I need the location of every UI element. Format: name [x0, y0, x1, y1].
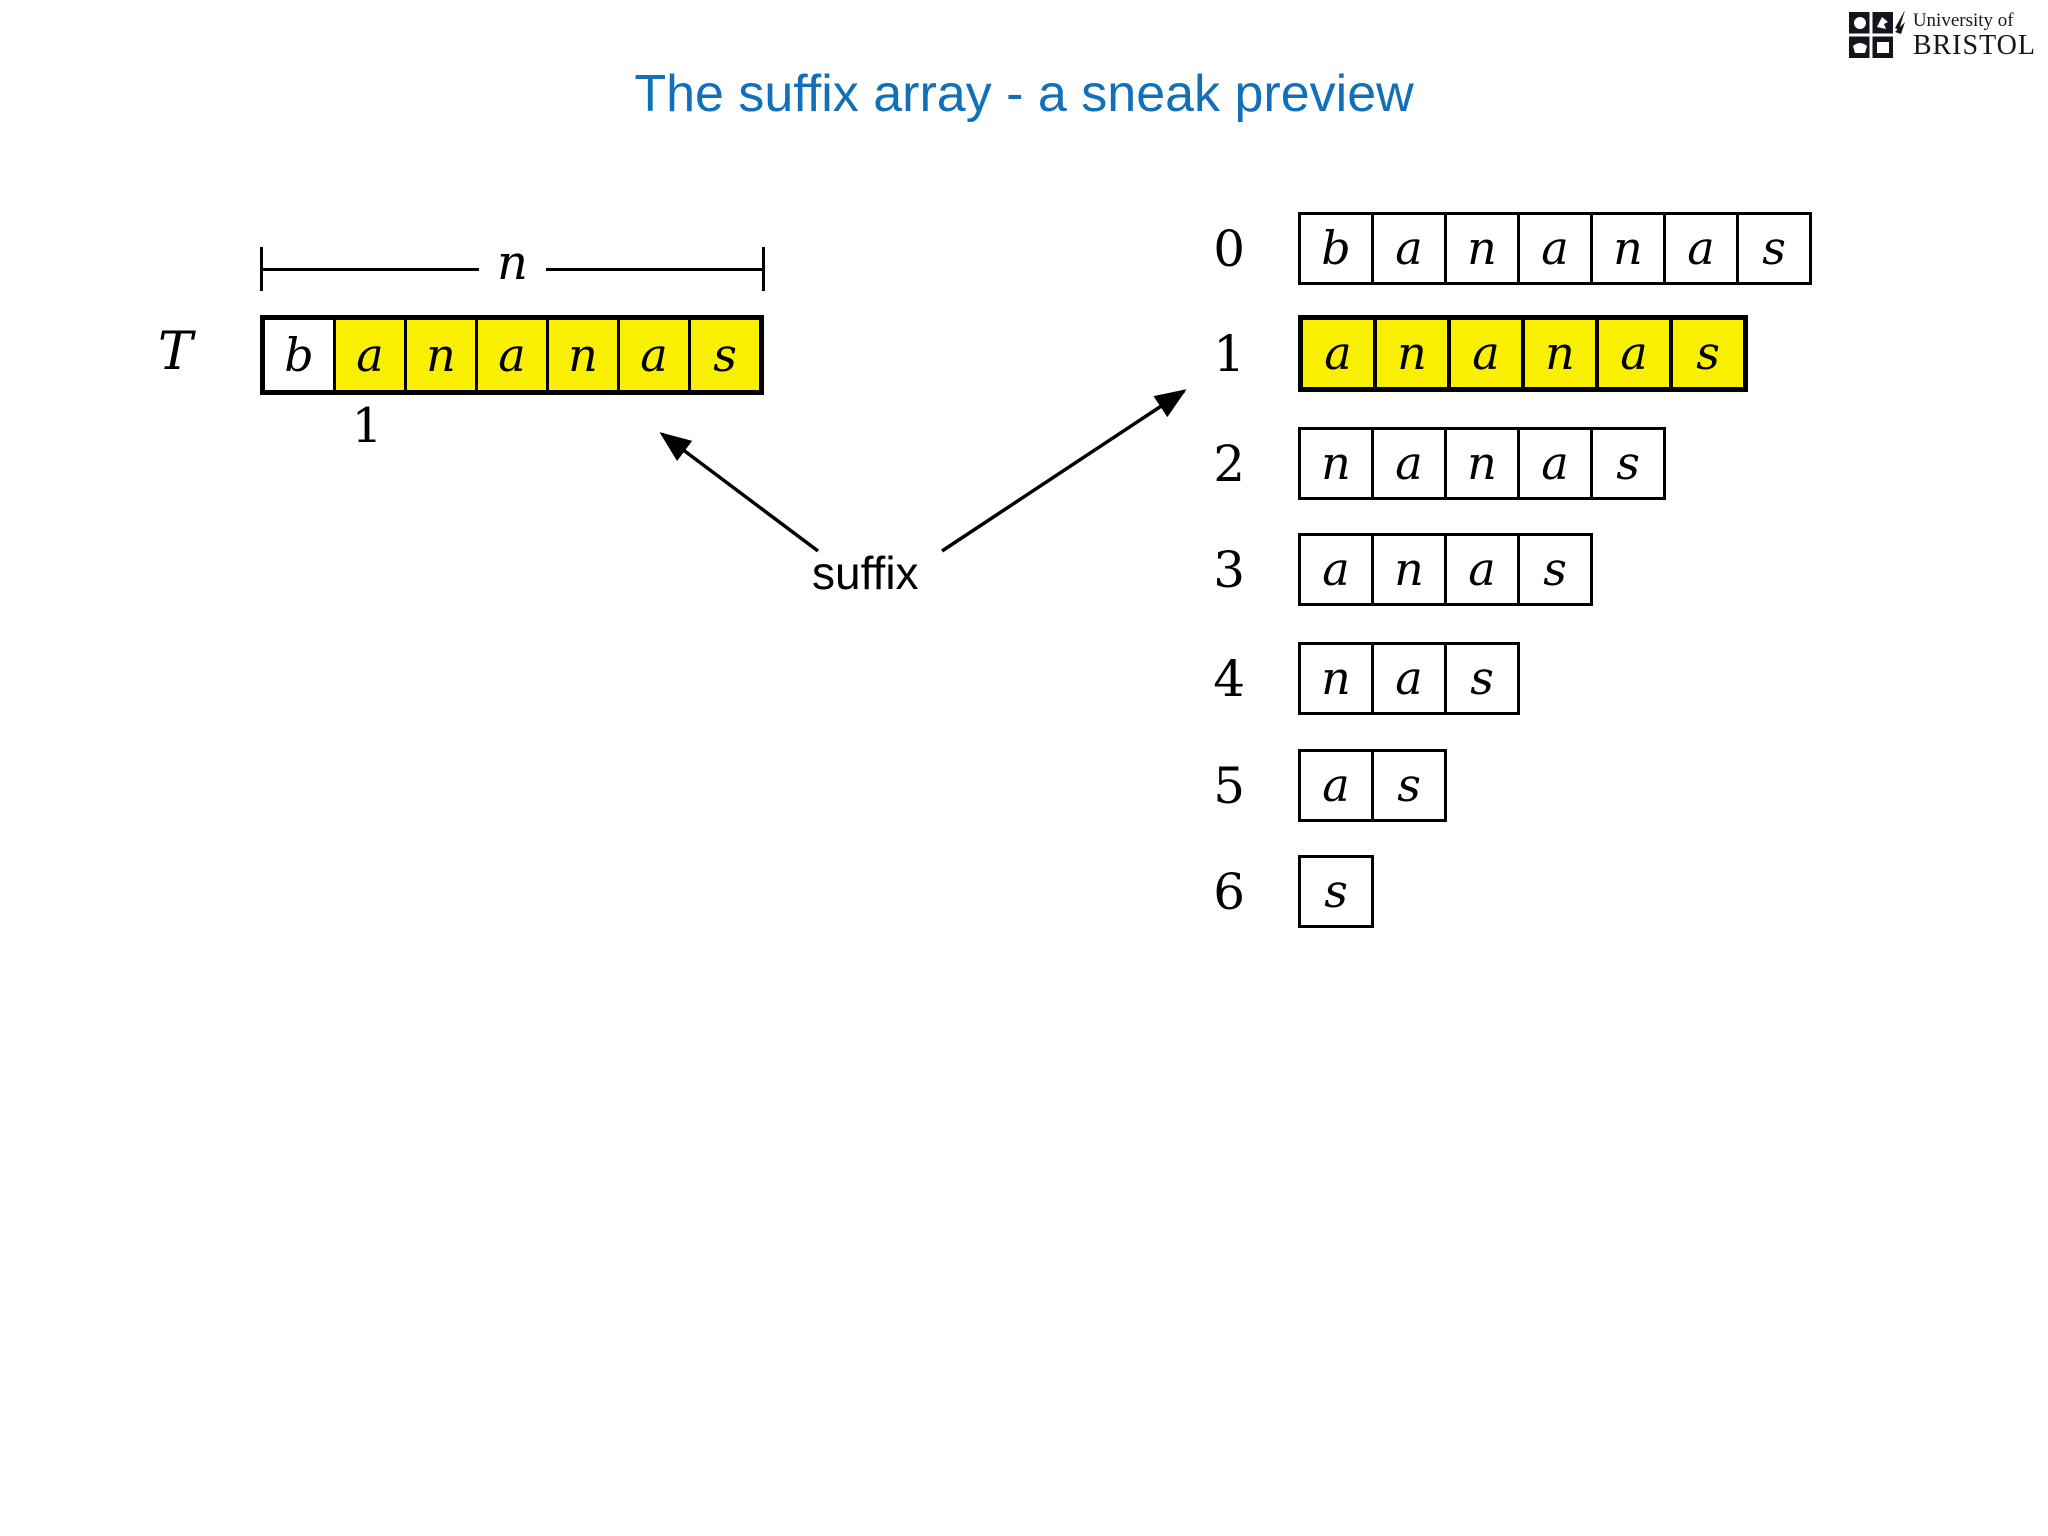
character-cell: b [265, 320, 333, 390]
character-cell: a [475, 320, 546, 390]
suffix-index: 3 [1213, 540, 1245, 599]
character-cell: a [1301, 536, 1371, 603]
logo-bristol: BRISTOL [1912, 29, 2036, 61]
suffix-index: 2 [1213, 434, 1245, 493]
length-label: n [497, 235, 528, 291]
logo-text: University of BRISTOL [1913, 11, 2036, 60]
suffix-index: 5 [1213, 756, 1245, 815]
bracket-left-line [263, 267, 480, 271]
character-cell: n [1590, 215, 1663, 282]
suffix-label: suffix [812, 547, 919, 599]
suffix-cells: s [1298, 855, 1374, 928]
character-cell: n [1301, 645, 1371, 712]
bracket-right-tick [762, 247, 766, 291]
character-cell: n [1373, 320, 1447, 387]
suffix-index: 0 [1213, 219, 1245, 278]
character-cell: a [333, 320, 404, 390]
character-cell: s [1444, 645, 1517, 712]
character-cell: s [1736, 215, 1809, 282]
character-cell: n [1301, 430, 1371, 497]
character-cell: n [546, 320, 617, 390]
logo-university-of: University of [1912, 9, 2014, 31]
character-cell: a [1595, 320, 1669, 387]
character-cell: a [1447, 320, 1521, 387]
character-cell: s [1517, 536, 1590, 603]
page-title: The suffix array - a sneak preview [634, 65, 1414, 123]
character-cell: a [1301, 752, 1371, 819]
character-cell: n [1444, 215, 1517, 282]
character-cell: n [1371, 536, 1444, 603]
character-cell: a [1371, 215, 1444, 282]
character-cell: a [1371, 645, 1444, 712]
character-cell: a [1663, 215, 1736, 282]
character-cell: s [1301, 858, 1371, 925]
arrow-to-text-suffix [659, 432, 820, 553]
university-of-bristol-logo: University of BRISTOL [1848, 8, 2036, 62]
text-string-label: T [158, 322, 193, 382]
suffix-start-position-label: 1 [351, 398, 383, 454]
arrow-to-suffix-row-1 [941, 389, 1187, 553]
character-cell: b [1301, 215, 1371, 282]
bracket-left-tick [260, 247, 263, 291]
suffix-row: 6 s [1185, 855, 1374, 928]
suffix-index: 1 [1213, 324, 1245, 383]
character-cell: a [1517, 215, 1590, 282]
character-cell: s [1590, 430, 1663, 497]
character-cell: s [688, 320, 759, 390]
character-cell: s [1669, 320, 1743, 387]
character-cell: n [404, 320, 475, 390]
character-cell: n [1444, 430, 1517, 497]
length-bracket: n [260, 235, 766, 292]
character-cell: n [1521, 320, 1595, 387]
character-cell: a [1517, 430, 1590, 497]
suffix-index: 6 [1213, 862, 1245, 921]
suffix-index: 4 [1213, 649, 1245, 708]
character-cell: s [1371, 752, 1444, 819]
character-cell: a [1371, 430, 1444, 497]
character-cell: a [1444, 536, 1517, 603]
bristol-crest-icon [1848, 10, 1905, 58]
bracket-right-line [545, 267, 763, 271]
character-cell: a [617, 320, 688, 390]
character-cell: a [1303, 320, 1373, 387]
